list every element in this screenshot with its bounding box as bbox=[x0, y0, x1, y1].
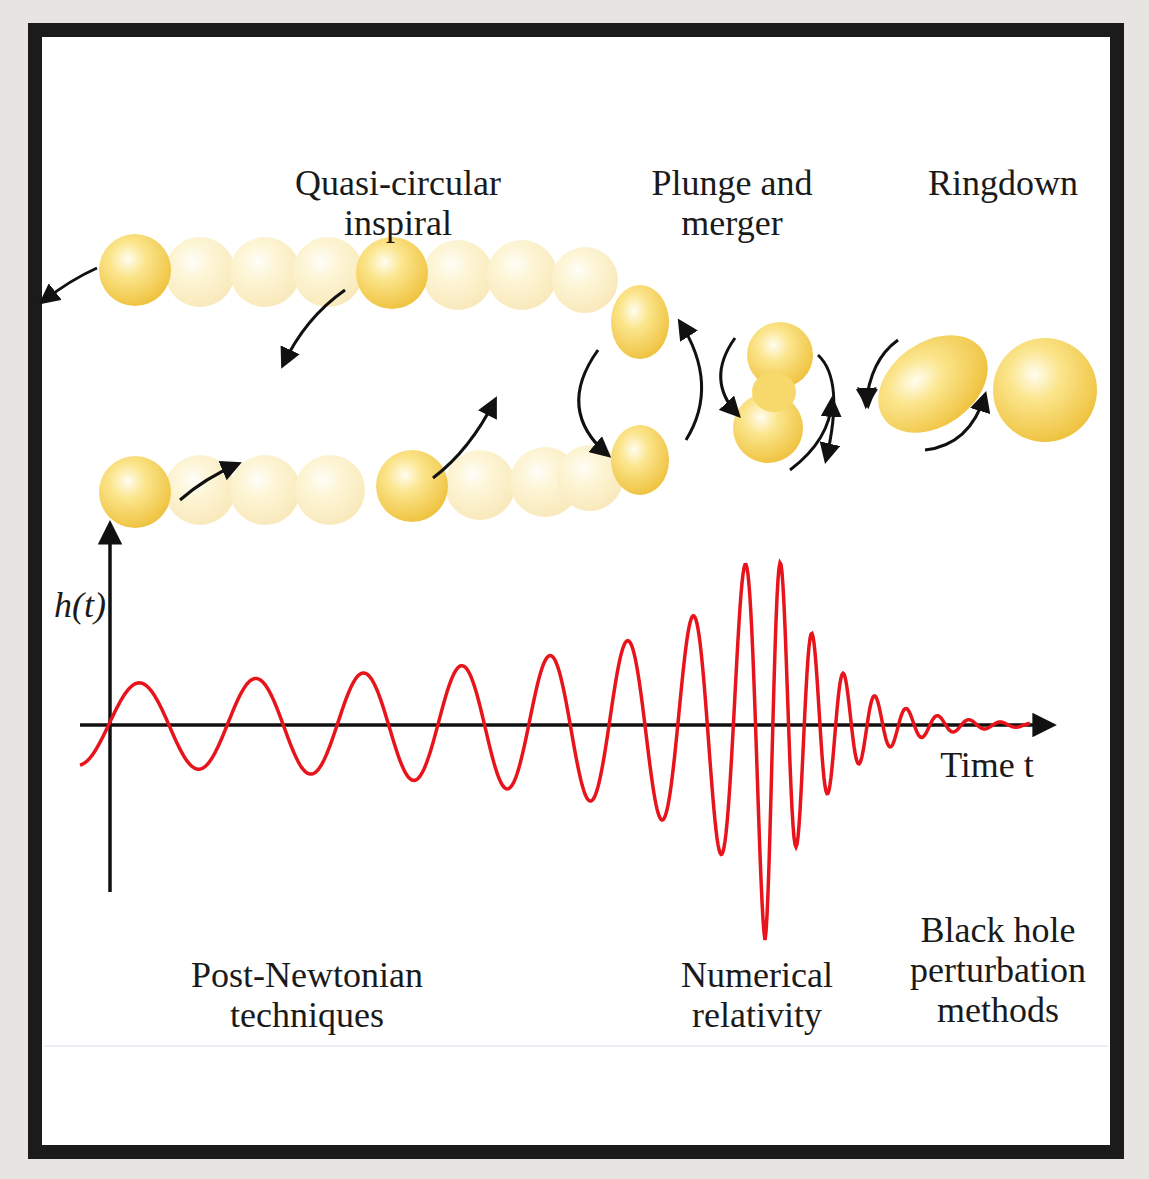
frame bbox=[35, 30, 1117, 1152]
stage-label: Plunge and merger bbox=[627, 163, 837, 243]
ghost-trail bbox=[165, 237, 623, 525]
stage-label: h(t) bbox=[45, 585, 115, 625]
stage-label: Numerical relativity bbox=[665, 955, 850, 1035]
stage-label: Quasi-circular inspiral bbox=[263, 163, 533, 243]
motion-arrows bbox=[42, 268, 985, 500]
final-hole bbox=[993, 338, 1097, 442]
merging-holes bbox=[733, 322, 813, 463]
stage-label: Post-Newtonian techniques bbox=[172, 955, 442, 1035]
black-holes bbox=[99, 234, 1097, 528]
stage-label: Ringdown bbox=[903, 163, 1103, 203]
waveform bbox=[80, 563, 1030, 940]
stage-label: Time t bbox=[912, 745, 1062, 785]
stage-label: Black hole perturbation methods bbox=[883, 910, 1113, 1030]
rule bbox=[44, 1045, 1108, 1047]
distorted-hole bbox=[860, 315, 1006, 453]
